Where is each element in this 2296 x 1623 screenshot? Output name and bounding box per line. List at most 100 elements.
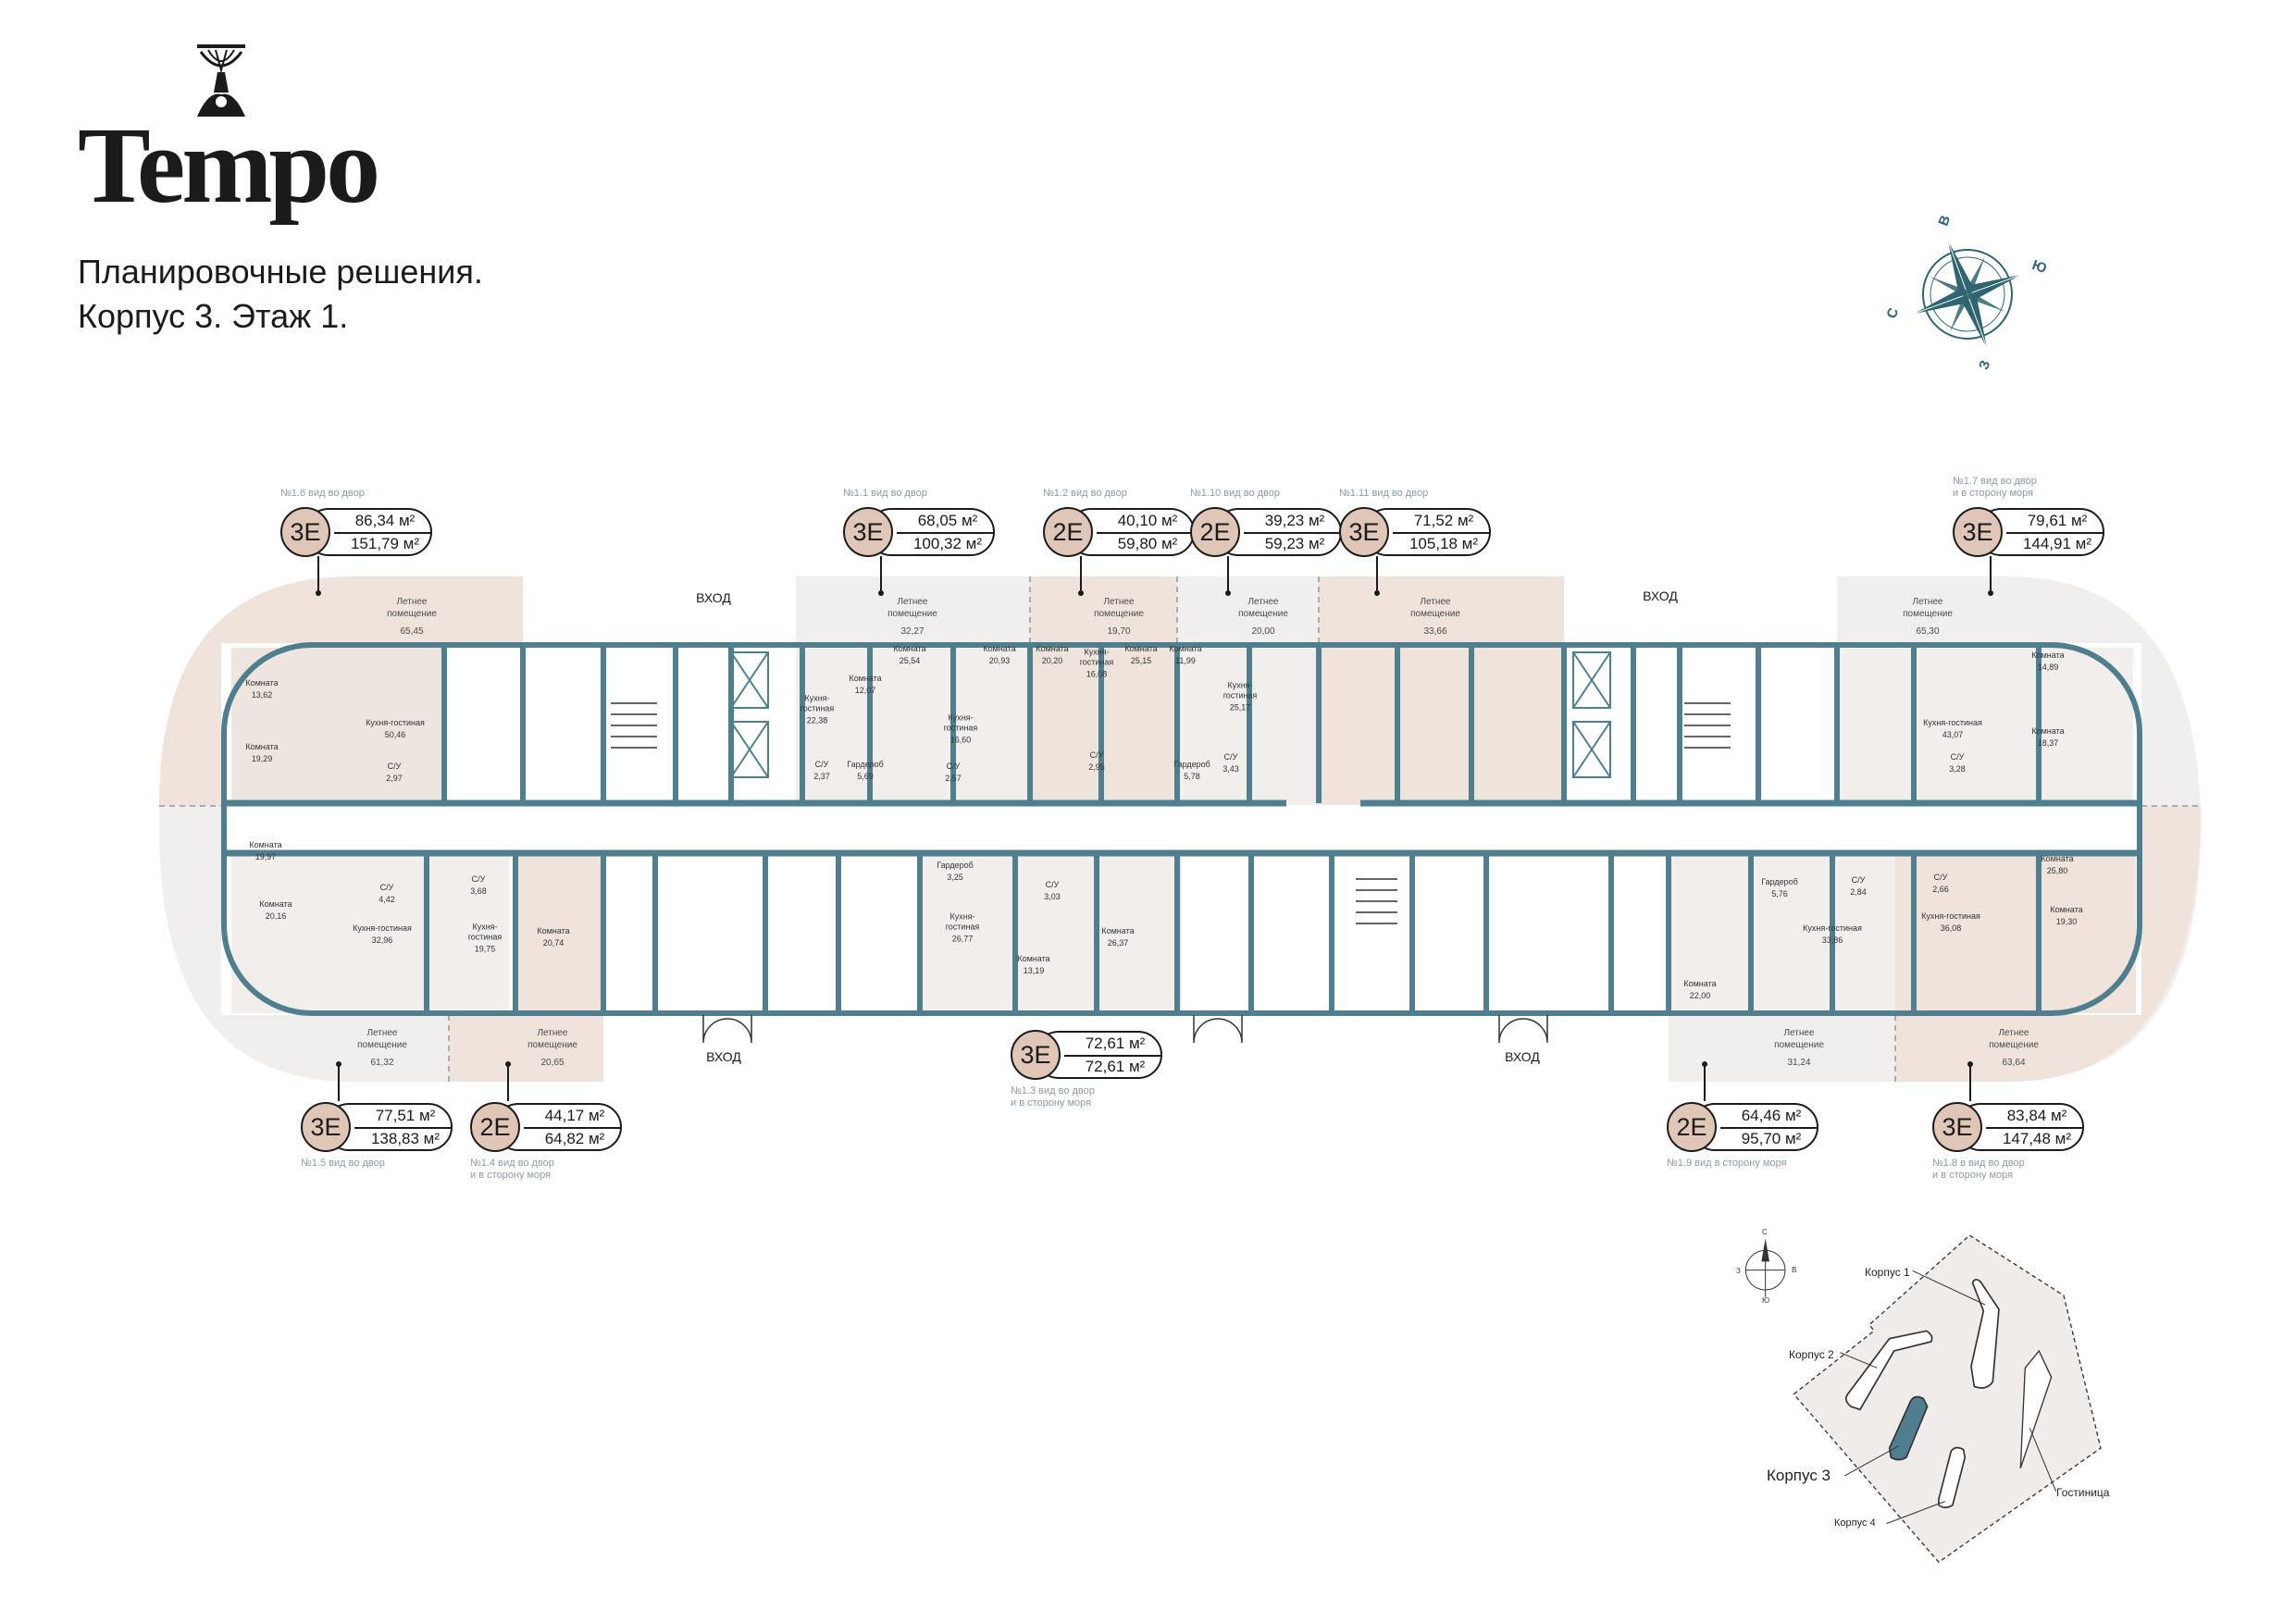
living-area: 79,61 м² xyxy=(2027,512,2088,529)
unit-caption: №1.6 вид во двор xyxy=(280,488,365,499)
divider xyxy=(1064,1055,1160,1057)
summer-room-area: 31,24 xyxy=(1787,1058,1811,1068)
room-name: Комната xyxy=(849,674,882,683)
room-label: С/У 2,97 xyxy=(386,762,403,784)
unit-type: 2Е xyxy=(1667,1102,1717,1152)
total-area: 95,70 м² xyxy=(1741,1130,1802,1147)
room-area: 20,20 xyxy=(1041,656,1063,665)
summer-room-area: 61,32 xyxy=(370,1058,394,1068)
room-label: Комната 20,20 xyxy=(1036,644,1068,666)
divider xyxy=(524,1127,620,1129)
site-map-compass-icon xyxy=(1744,1238,1786,1297)
room-area: 13,19 xyxy=(1023,966,1045,975)
site-map-label-building-4: Корпус 4 xyxy=(1834,1518,1876,1529)
room-name: Комната xyxy=(1124,644,1158,653)
unit-caption: №1.3 вид во двор и в сторону моря xyxy=(1011,1085,1095,1109)
building-1-shape xyxy=(1970,1279,2000,1389)
room-name: С/У xyxy=(1950,752,1965,762)
room-area: 2,84 xyxy=(1850,887,1867,897)
room-area: 20,16 xyxy=(265,911,287,921)
room-area: 19,75 xyxy=(474,944,496,954)
room-name: Кухня- гостиная xyxy=(1079,647,1114,667)
room-name: Комната xyxy=(1017,954,1050,963)
summer-room-area: 33,66 xyxy=(1423,626,1447,637)
room-label: Комната 19,97 xyxy=(249,840,281,862)
apartment-fills xyxy=(231,648,2136,1013)
room-name: Комната xyxy=(1169,644,1202,653)
compass-rose-icon xyxy=(1913,240,2022,349)
room-area: 26,77 xyxy=(951,934,974,944)
room-name: Кухня-гостиная xyxy=(1921,911,1980,921)
living-area: 83,84 м² xyxy=(2006,1107,2067,1124)
room-area: 5,76 xyxy=(1771,889,1788,898)
room-area: 50,46 xyxy=(384,730,406,739)
room-name: Комната xyxy=(893,644,926,653)
total-area: 151,79 м² xyxy=(350,535,420,552)
room-name: Кухня- гостиная xyxy=(945,911,980,932)
site-map-compass-east: В xyxy=(1792,1266,1797,1274)
room-area: 25,15 xyxy=(1130,656,1152,665)
total-area: 144,91 м² xyxy=(2022,535,2092,552)
room-area: 19,97 xyxy=(254,852,277,861)
room-area: 36,08 xyxy=(1940,923,1962,933)
summer-room-name: Летнее помещение xyxy=(1094,597,1144,619)
unit-type: 2Е xyxy=(1190,507,1240,557)
room-name: С/У xyxy=(946,762,961,771)
room-area: 25,17 xyxy=(1229,702,1251,712)
total-area: 59,23 м² xyxy=(1264,535,1325,552)
title-line-2: Корпус 3. Этаж 1. xyxy=(78,297,349,335)
total-area: 59,80 м² xyxy=(1117,535,1178,552)
leader-line xyxy=(1988,556,1993,596)
site-map-compass-north: С xyxy=(1762,1228,1768,1236)
room-label: С/У 3,43 xyxy=(1222,752,1239,774)
room-label: Кухня- гостиная 26,77 xyxy=(946,912,980,945)
site-map-compass-west: З xyxy=(1736,1267,1741,1275)
area-pill: 79,61 м² 144,91 м² xyxy=(1977,508,2104,556)
room-name: Комната xyxy=(1036,644,1069,653)
room-area: 32,96 xyxy=(371,935,393,945)
walls xyxy=(221,642,2142,1016)
room-name: С/У xyxy=(387,762,402,771)
leader-line xyxy=(878,556,884,596)
room-area: 2,66 xyxy=(1932,885,1949,894)
room-name: С/У xyxy=(1933,873,1948,882)
room-name: Комната xyxy=(249,840,282,849)
living-area: 39,23 м² xyxy=(1264,512,1325,529)
living-area: 72,61 м² xyxy=(1085,1035,1146,1052)
room-area: 3,03 xyxy=(1044,892,1061,901)
divider xyxy=(1097,532,1193,534)
room-area: 3,43 xyxy=(1222,764,1239,774)
room-name: С/У xyxy=(379,883,394,892)
summer-room-area: 32,27 xyxy=(900,626,925,637)
living-area: 68,05 м² xyxy=(917,512,978,529)
unit-type: 2Е xyxy=(470,1102,520,1152)
building-4-shape xyxy=(1938,1446,1967,1508)
summer-room-area: 63,64 xyxy=(2002,1058,2026,1068)
unit-type: 3Е xyxy=(1339,507,1389,557)
room-label: Кухня-гостиная 36,08 xyxy=(1921,911,1980,934)
room-name: Гардероб xyxy=(847,760,884,769)
room-area: 2,97 xyxy=(386,774,403,783)
total-area: 72,61 м² xyxy=(1085,1058,1146,1075)
room-area: 43,07 xyxy=(1942,730,1964,739)
brand-logo: Tempo xyxy=(78,105,380,226)
room-area: 3,68 xyxy=(470,886,487,896)
room-name: С/У xyxy=(1223,752,1238,762)
living-area: 77,51 м² xyxy=(375,1107,436,1124)
unit-type: 3Е xyxy=(280,507,330,557)
